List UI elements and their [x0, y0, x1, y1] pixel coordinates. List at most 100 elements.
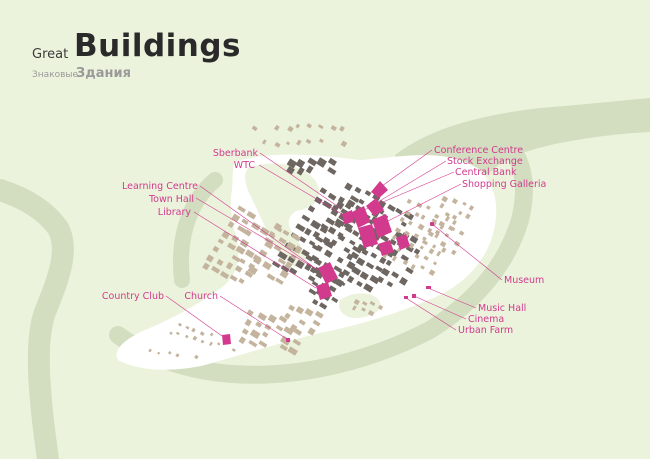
- building-footprint: [387, 204, 396, 212]
- building-footprint: [288, 267, 298, 275]
- building-footprint: [237, 225, 247, 234]
- building-footprint: [406, 198, 412, 205]
- building-footprint: [434, 232, 440, 239]
- building-footprint: [436, 250, 442, 257]
- building-footprint: [328, 285, 337, 293]
- wtc-building: [358, 224, 378, 248]
- building-footprint: [344, 182, 353, 192]
- building-footprint: [450, 249, 457, 256]
- building-footprint: [261, 139, 267, 145]
- building-footprint: [307, 157, 318, 167]
- label-church: Church: [184, 291, 218, 302]
- label-sberbank: Sberbank: [213, 148, 259, 159]
- building-footprint: [310, 219, 322, 230]
- building-footprint: [307, 205, 316, 213]
- building-footprint: [327, 166, 337, 176]
- building-footprint: [325, 217, 336, 226]
- building-footprint: [419, 245, 424, 250]
- building-footprint: [358, 198, 365, 205]
- building-footprint: [399, 216, 405, 223]
- building-footprint: [349, 239, 356, 246]
- building-footprint: [427, 227, 433, 234]
- label-conference-centre: Conference Centre: [434, 145, 523, 156]
- building-footprint: [246, 309, 254, 316]
- building-footprint: [267, 314, 278, 324]
- building-footprint: [431, 218, 438, 224]
- building-footprint: [286, 141, 291, 146]
- building-footprint: [191, 327, 196, 333]
- building-footprint: [414, 253, 420, 259]
- building-footprint: [343, 246, 351, 254]
- building-footprint: [278, 315, 288, 324]
- label-central-bank: Central Bank: [455, 167, 517, 178]
- title-en-small: Great: [32, 47, 69, 62]
- building-footprint: [251, 125, 258, 132]
- building-footprint: [389, 238, 397, 246]
- building-footprint: [258, 249, 268, 258]
- building-footprint: [177, 322, 183, 327]
- building-footprint: [451, 198, 459, 205]
- building-footprint: [379, 256, 387, 265]
- building-footprint: [400, 254, 409, 262]
- building-footprint: [417, 223, 425, 231]
- building-footprint: [277, 250, 288, 261]
- building-footprint: [305, 138, 312, 145]
- building-footprint: [335, 200, 345, 210]
- building-footprint: [271, 260, 281, 269]
- building-footprint: [231, 254, 241, 263]
- building-footprint: [450, 226, 456, 232]
- building-footprint: [386, 281, 394, 288]
- building-footprint: [317, 124, 324, 130]
- building-footprint: [287, 125, 294, 133]
- building-footprint: [311, 280, 319, 287]
- building-footprint: [287, 255, 296, 264]
- sberbank-building: [342, 210, 354, 224]
- building-footprint: [312, 319, 321, 327]
- building-footprint: [319, 226, 329, 234]
- building-footprint: [458, 210, 463, 216]
- building-footprint: [305, 254, 314, 262]
- building-footprint: [304, 308, 314, 317]
- building-footprint: [414, 212, 420, 218]
- building-footprint: [356, 280, 363, 288]
- building-footprint: [432, 261, 438, 266]
- building-footprint: [244, 318, 252, 327]
- building-footprint: [413, 233, 420, 239]
- building-footprint: [370, 252, 378, 259]
- building-footprint: [282, 229, 290, 236]
- building-footprint: [221, 231, 230, 240]
- label-music-hall: Music Hall: [478, 303, 526, 314]
- building-footprint: [209, 332, 214, 337]
- building-footprint: [307, 327, 316, 336]
- building-footprint: [192, 335, 198, 341]
- building-footprint: [288, 304, 296, 312]
- building-footprint: [305, 165, 314, 174]
- building-footprint: [283, 326, 294, 336]
- building-footprint: [340, 140, 348, 148]
- building-footprint: [295, 306, 305, 315]
- building-footprint: [290, 253, 297, 260]
- building-footprint: [323, 249, 333, 258]
- building-footprint: [312, 299, 319, 306]
- building-footprint: [314, 310, 324, 319]
- bank-block-building: [396, 234, 410, 250]
- building-footprint: [175, 353, 180, 358]
- building-footprint: [200, 339, 205, 344]
- building-footprint: [400, 221, 407, 227]
- building-footprint: [279, 344, 288, 352]
- building-footprint: [229, 274, 238, 282]
- label-cinema: Cinema: [468, 314, 504, 325]
- river-upper: [395, 98, 650, 175]
- building-footprint: [409, 235, 419, 244]
- building-footprint: [231, 348, 236, 352]
- building-footprint: [444, 211, 451, 218]
- building-footprint: [331, 296, 339, 303]
- label-library: Library: [158, 207, 192, 218]
- building-footprint: [311, 244, 320, 251]
- building-footprint: [451, 219, 457, 226]
- building-footprint: [420, 214, 426, 220]
- building-footprint: [315, 272, 323, 279]
- leader-lines: [165, 149, 503, 340]
- building-footprint: [427, 231, 435, 237]
- building-footprint: [352, 230, 360, 237]
